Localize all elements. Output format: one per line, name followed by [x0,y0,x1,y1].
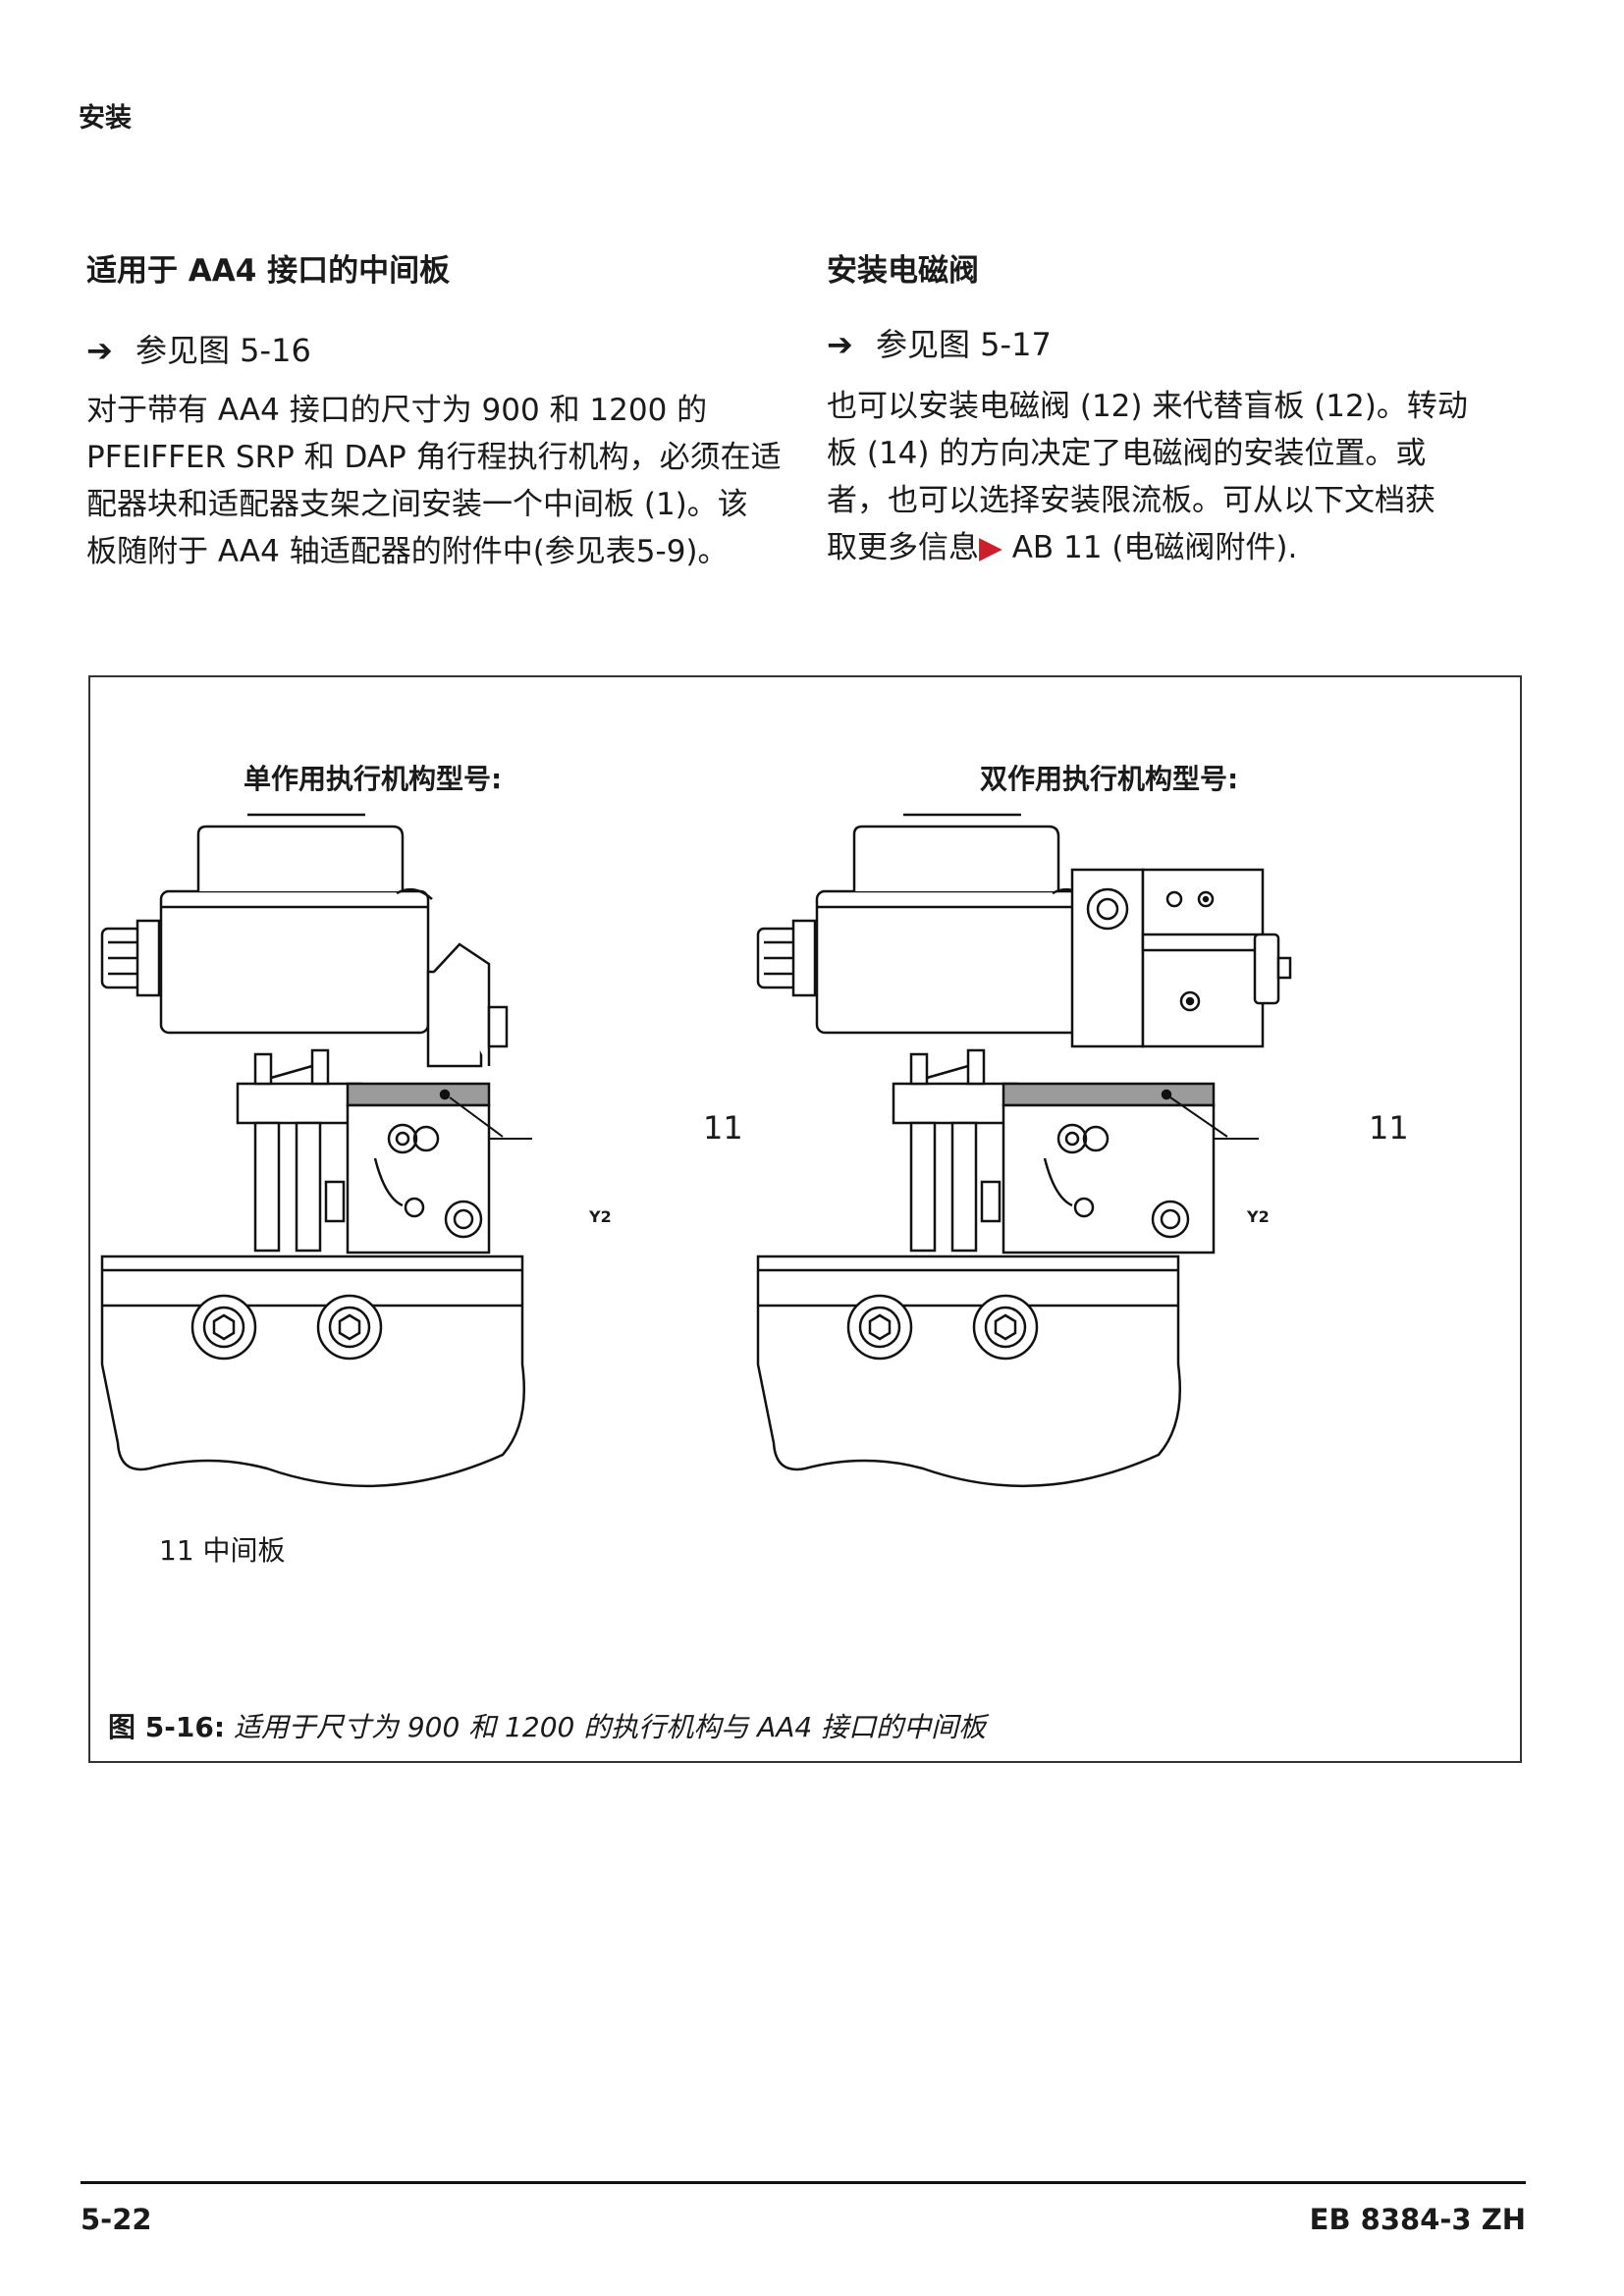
callout-11-single: 11 [703,1109,743,1147]
paragraph-line: 板 (14) 的方向决定了电磁阀的安装位置。或 [827,436,1427,471]
paragraph-line: PFEIFFER SRP 和 DAP 角行程执行机构，必须在适 [86,440,782,475]
document-id: EB 8384-3 ZH [1309,2203,1526,2236]
body-paragraph-left: 对于带有 AA4 接口的尺寸为 900 和 1200 的 PFEIFFER SR… [86,387,793,575]
title-prefix: 适用于 [86,253,189,289]
figure-legend: 11 中间板 [159,1534,286,1567]
see-figure-ref: ➔ 参见图 5-16 [86,326,311,371]
more-info-prefix: 取更多信息 [827,530,979,565]
document-reference-link[interactable]: AB 11 (电磁阀附件). [1001,530,1298,565]
title-bold: AA4 [188,253,257,289]
see-figure-ref: ➔ 参见图 5-17 [827,320,1052,365]
single-acting-assembly [100,813,532,1488]
paragraph-line: 板随附于 AA4 轴适配器的附件中(参见表5-9)。 [86,534,729,569]
see-figure-link[interactable]: 参见图 5-17 [876,326,1052,363]
arrow-right-icon: ➔ [827,326,853,363]
page-number: 5-22 [81,2203,152,2236]
caption-text: 适用于尺寸为 900 和 1200 的执行机构与 AA4 接口的中间板 [225,1711,987,1743]
title-suffix: 接口的中间板 [256,253,451,289]
paragraph-line: 对于带有 AA4 接口的尺寸为 900 和 1200 的 [86,393,708,428]
body-paragraph-right: 也可以安装电磁阀 (12) 来代替盲板 (12)。转动 板 (14) 的方向决定… [827,383,1534,571]
label-double-acting: 双作用执行机构型号: [980,763,1239,795]
figure-caption: 图 5-16: 适用于尺寸为 900 和 1200 的执行机构与 AA4 接口的… [108,1706,986,1745]
paragraph-line: 也可以安装电磁阀 (12) 来代替盲板 (12)。转动 [827,389,1468,424]
callout-11-double: 11 [1369,1109,1409,1147]
section-title-solenoid: 安装电磁阀 [827,253,979,289]
label-single-acting: 单作用执行机构型号: [244,763,503,795]
paragraph-line: 者，也可以选择安装限流板。可从以下文档获 [827,483,1435,518]
section-header: 安装 [79,103,132,133]
port-label-y2-single: Y2 [589,1207,612,1226]
caption-number: 图 5-16: [108,1711,226,1743]
double-acting-assembly [756,813,1292,1488]
arrow-right-icon: ➔ [86,332,113,369]
footer-divider [81,2181,1526,2184]
paragraph-line: 配器块和适配器支架之间安装一个中间板 (1)。该 [86,487,748,522]
paragraph-line: 取更多信息▶ AB 11 (电磁阀附件). [827,524,1534,571]
technical-drawing [100,813,1292,1488]
figure-5-16: 单作用执行机构型号: 双作用执行机构型号: [88,675,1522,1763]
port-label-y2-double: Y2 [1247,1207,1270,1226]
section-title-intermediate-plate: 适用于 AA4 接口的中间板 [86,245,450,290]
see-figure-link[interactable]: 参见图 5-16 [135,332,311,369]
triangle-pointer-icon: ▶ [979,530,1002,565]
